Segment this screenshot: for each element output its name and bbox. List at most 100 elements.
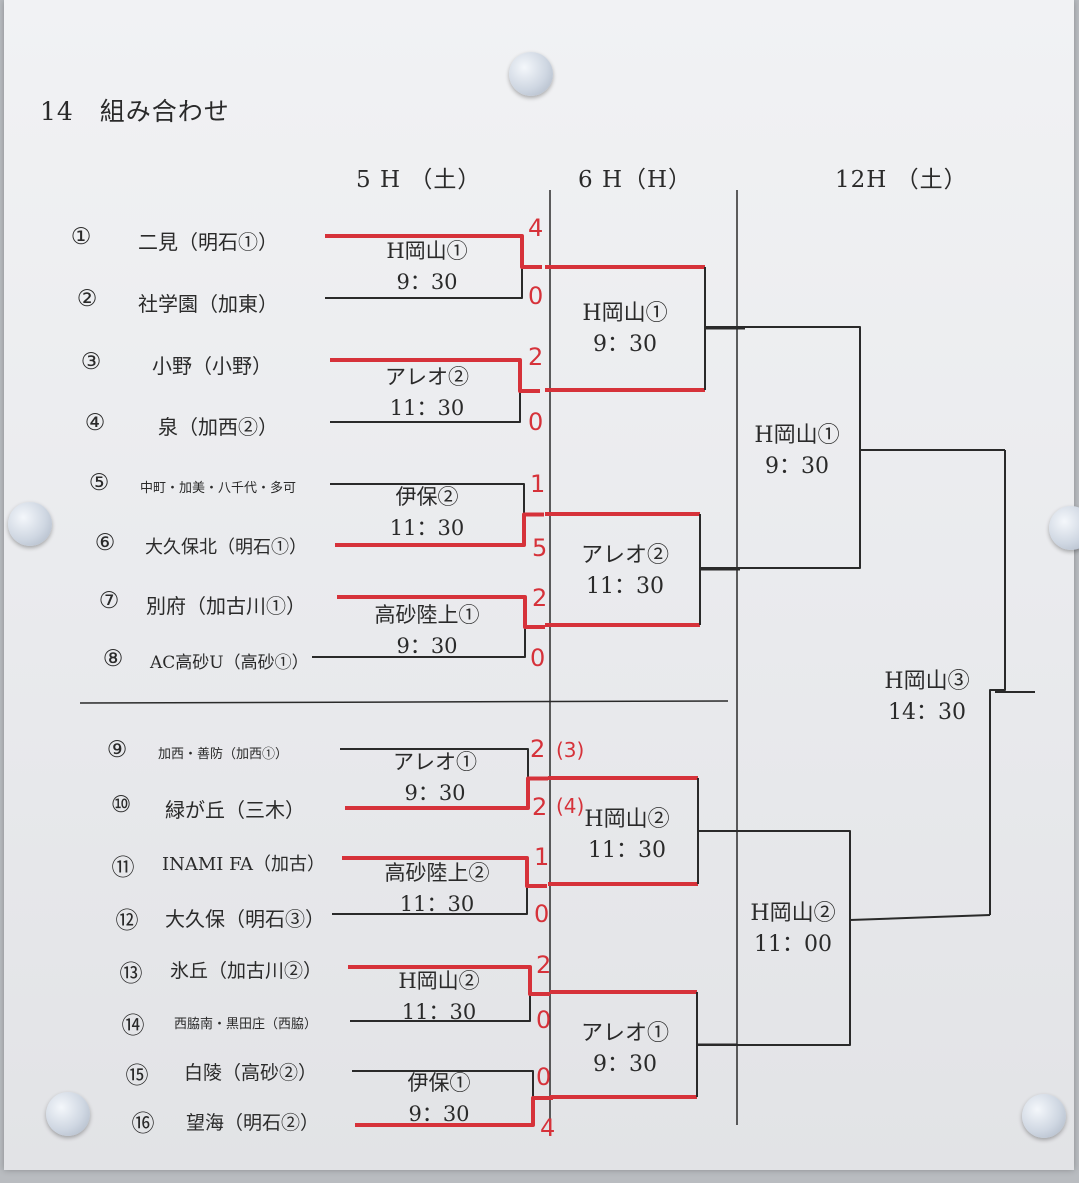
- round2-match: アレオ② 11：30: [550, 540, 700, 602]
- team-number: ②: [76, 286, 98, 312]
- round1-line: [312, 627, 526, 658]
- team-number: ⑭: [121, 1013, 145, 1039]
- score: 5: [532, 534, 548, 562]
- match-time: 11：00: [754, 932, 832, 957]
- match-venue: 高砂陸上①: [374, 603, 480, 627]
- match-time: 9：30: [593, 332, 657, 357]
- magnet-top: [509, 52, 553, 96]
- match-venue: 伊保①: [407, 1071, 471, 1095]
- match-venue: H岡山③: [884, 669, 970, 694]
- score: 0: [536, 1063, 552, 1091]
- team-name: 大久保（明石③）: [165, 907, 325, 931]
- bracket-sheet: [4, 0, 1079, 1170]
- team-name: 加西・善防（加西①）: [158, 747, 289, 762]
- team-number: ④: [84, 410, 106, 436]
- final-match: H岡山③ 14：30: [852, 666, 1002, 728]
- header-day3: 12H （土）: [835, 167, 968, 193]
- team-name: INAMI FA（加古）: [162, 854, 326, 875]
- magnet-right: [1049, 506, 1079, 550]
- team-name: 小野（小野）: [152, 354, 272, 378]
- winner-path: [345, 776, 548, 810]
- header-day2: 6 H（H）: [578, 167, 693, 193]
- match-time: 11：30: [399, 892, 475, 916]
- pk-score: (4): [556, 794, 585, 818]
- round1-match: アレオ② 11：30: [352, 362, 502, 424]
- round1-line: [350, 994, 531, 1022]
- match-venue: H岡山①: [754, 423, 840, 448]
- match-time: 11：30: [389, 516, 465, 540]
- winner-path: [325, 234, 542, 269]
- match-time: 9：30: [396, 634, 458, 658]
- round1-match: H岡山① 9：30: [352, 236, 502, 298]
- score: 2: [528, 343, 544, 371]
- winner-path: [337, 595, 545, 629]
- round1-line: [332, 886, 528, 915]
- team-name: 二見（明石①）: [138, 230, 278, 254]
- match-time: 11：30: [401, 1000, 477, 1024]
- score: 2: [532, 793, 548, 821]
- match-time: 9：30: [396, 270, 458, 294]
- match-venue: H岡山①: [582, 301, 668, 326]
- match-venue: アレオ②: [385, 365, 469, 389]
- match-time: 9：30: [593, 1052, 657, 1077]
- team-name: 氷丘（加古川②）: [170, 960, 323, 982]
- match-venue: H岡山①: [386, 239, 468, 263]
- score: 1: [530, 470, 546, 498]
- score: 2: [536, 951, 552, 979]
- winner-path: [335, 512, 544, 547]
- match-time: 11：30: [586, 574, 664, 599]
- semi-line: [849, 914, 991, 921]
- team-name: 西脇南・黒田庄（西脇）: [174, 1017, 318, 1032]
- match-venue: アレオ①: [393, 750, 477, 774]
- team-name: 緑が丘（三木）: [165, 798, 305, 822]
- match-time: 11：30: [389, 396, 465, 420]
- team-number: ⑪: [111, 855, 135, 881]
- match-venue: アレオ①: [580, 1021, 669, 1046]
- match-time: 14：30: [888, 700, 966, 725]
- score: 0: [528, 408, 544, 436]
- team-name: 泉（加西②）: [158, 415, 278, 439]
- match-venue: 高砂陸上②: [384, 861, 490, 885]
- team-number: ⑮: [125, 1063, 149, 1089]
- winner-path: [330, 358, 540, 393]
- pk-score: (3): [556, 738, 585, 762]
- team-number: ⑩: [110, 792, 132, 818]
- team-name: 大久保北（明石①）: [145, 537, 307, 558]
- score: 0: [528, 282, 544, 310]
- team-number: ⑧: [102, 646, 124, 672]
- team-name: 望海（明石②）: [186, 1112, 320, 1134]
- score: 0: [530, 644, 546, 672]
- header-day1: 5 H （土）: [356, 167, 482, 193]
- score: 1: [534, 843, 550, 871]
- team-name: 社学園（加東）: [138, 292, 278, 316]
- match-venue: アレオ②: [580, 543, 669, 568]
- team-number: ⑯: [131, 1111, 155, 1137]
- winner-path: [348, 965, 550, 996]
- team-number: ⑤: [88, 470, 110, 496]
- team-number: ⑦: [98, 588, 120, 614]
- round1-line: [340, 748, 529, 779]
- score: 2: [530, 735, 546, 763]
- match-venue: H岡山②: [584, 807, 670, 832]
- team-number: ⑥: [94, 530, 116, 556]
- semi-line: [700, 326, 861, 569]
- magnet-bottom-left: [46, 1092, 90, 1136]
- match-venue: H岡山②: [398, 969, 480, 993]
- winner-path: [355, 1096, 553, 1127]
- round1-line: [352, 1070, 534, 1098]
- round1-match: H岡山② 11：30: [364, 966, 514, 1028]
- round1-line: [330, 483, 525, 515]
- team-number: ①: [70, 224, 92, 250]
- semi-line: [697, 830, 851, 1046]
- round1-match: 高砂陸上① 9：30: [352, 600, 502, 662]
- magnet-bottom-right: [1022, 1094, 1066, 1138]
- final-line: [989, 450, 1006, 915]
- match-venue: 伊保②: [395, 485, 459, 509]
- score: 4: [528, 214, 544, 242]
- page-title: 14 組み合わせ: [40, 97, 230, 126]
- magnet-left: [8, 502, 52, 546]
